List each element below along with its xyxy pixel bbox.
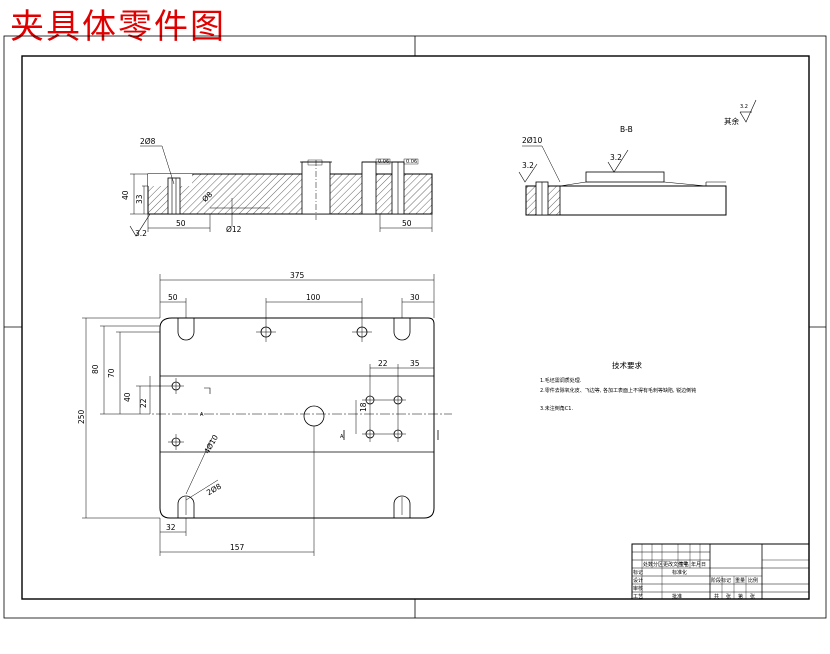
tech-req-item: 3.未注倒角C1. <box>540 405 573 412</box>
tb-label: 年月日 <box>691 561 706 568</box>
tb-label: 标记 <box>633 569 643 576</box>
tb-label: 重量 <box>735 577 745 584</box>
front-right-offset-dim: 50 <box>402 219 412 228</box>
tb-label: 标准化 <box>672 569 687 576</box>
dim-v2: 35 <box>410 359 420 368</box>
front-left-offset-dim: 50 <box>176 219 186 228</box>
dim-left-slot: 50 <box>168 293 178 302</box>
front-tolerance-b: 0.06 <box>406 159 417 165</box>
tb-label: 处数 <box>643 561 653 568</box>
front-thickness-dim: 40 <box>121 190 130 200</box>
rest-roughness-label: 其余 <box>724 116 739 126</box>
front-roughness-value: 3.2 <box>135 229 147 238</box>
top-view-dimensions <box>82 274 435 556</box>
top-plan-view <box>140 317 452 519</box>
dim-bottom-center: 157 <box>230 543 245 552</box>
tb-label: 签名 <box>679 561 689 568</box>
title-block <box>631 543 810 600</box>
dim-h4: 22 <box>139 398 148 408</box>
sheet-frame <box>3 35 827 619</box>
dim-height-total: 250 <box>77 409 86 424</box>
dim-h1: 80 <box>91 364 100 374</box>
rest-roughness-mark <box>739 99 757 123</box>
dim-v1: 22 <box>378 359 388 368</box>
tech-req-item: 1.毛坯需调质处理. <box>540 377 582 384</box>
bb-roughness-left: 3.2 <box>522 161 534 170</box>
front-section-view <box>147 160 433 220</box>
tb-label: 设计 <box>633 577 643 584</box>
dim-h3: 40 <box>123 392 132 402</box>
front-hole-callout: 2Ø8 <box>140 137 156 146</box>
tb-label: 更改文件号 <box>663 561 688 568</box>
dim-overall-length: 375 <box>290 271 305 280</box>
dim-v3: 18 <box>359 402 368 412</box>
front-tolerance-a: 0.06 <box>378 159 389 165</box>
front-bore-label: Ø12 <box>226 225 242 234</box>
tb-label: 阶段标记 <box>711 577 731 584</box>
tb-label: 工艺 <box>633 594 643 600</box>
rest-roughness-value: 3.2 <box>740 104 748 110</box>
bb-hole-callout: 2Ø10 <box>522 136 542 145</box>
dim-right-slot: 30 <box>410 293 420 302</box>
dim-hole-2x: 2Ø8 <box>205 482 223 498</box>
front-step-dim: 33 <box>135 194 144 204</box>
dim-h2: 70 <box>107 368 116 378</box>
bb-section-label: B-B <box>620 125 633 134</box>
front-view-dimensions <box>129 145 433 237</box>
tb-label: 批准 <box>672 593 682 600</box>
tb-label: 共 <box>714 593 719 600</box>
tb-label: 审核 <box>633 585 643 592</box>
bb-roughness-top: 3.2 <box>610 153 622 162</box>
tech-req-heading: 技术要求 <box>612 360 642 370</box>
dim-pin-pitch: 100 <box>306 293 321 302</box>
tb-label: 张 <box>750 593 755 600</box>
dim-bottom-left: 32 <box>166 523 176 532</box>
tb-label: 第 <box>738 593 743 600</box>
tb-label: 比例 <box>748 577 758 584</box>
bb-section-view <box>518 145 727 216</box>
tb-label: 张 <box>726 593 731 600</box>
page-title: 夹具体零件图 <box>10 7 226 47</box>
tb-label: 分区 <box>653 561 663 568</box>
mark-a-right: A <box>340 434 344 440</box>
mark-a-left: A <box>200 412 204 418</box>
tech-req-item: 2.零件去除氧化皮、飞边等, 各加工表面上不得有毛刺等缺陷, 锐边倒钝 <box>540 387 696 394</box>
